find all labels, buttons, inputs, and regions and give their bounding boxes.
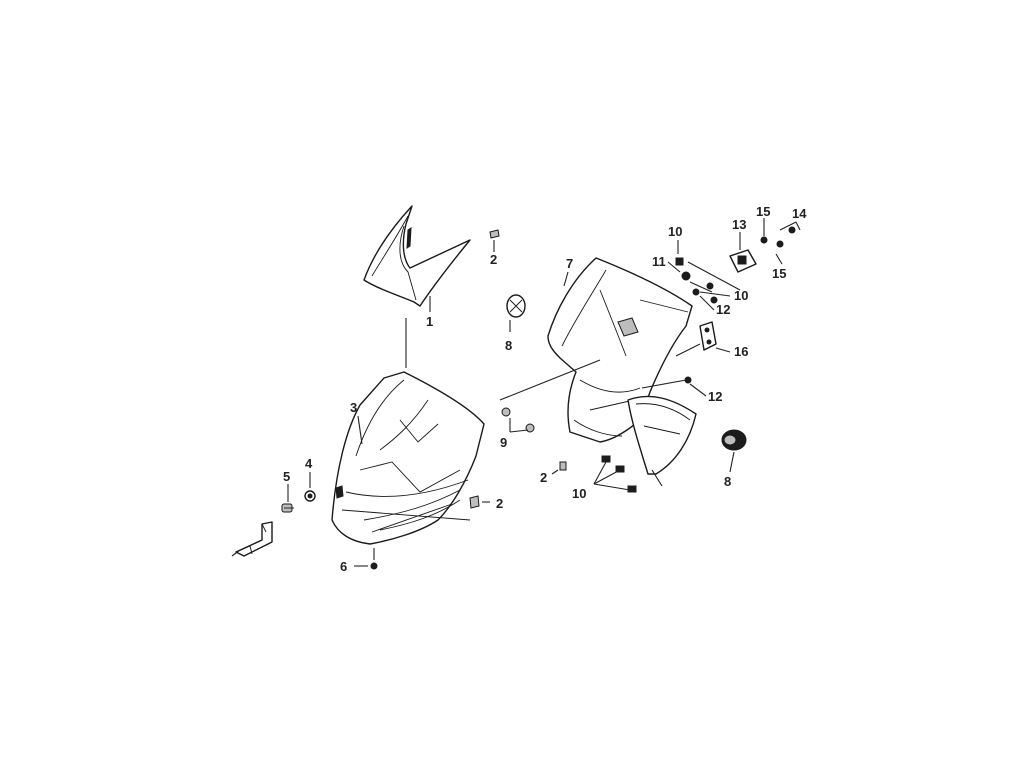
callout-1: 1 (426, 314, 433, 329)
callout-3: 3 (350, 400, 357, 415)
callout-15-top: 15 (756, 204, 770, 219)
callout-8-right: 8 (724, 474, 731, 489)
callout-16: 16 (734, 344, 748, 359)
callout-4: 4 (305, 456, 313, 471)
callout-14: 14 (792, 206, 807, 221)
callout-15-bottom: 15 (772, 266, 786, 281)
small-hardware-parts (675, 226, 796, 384)
small-clip-part (489, 229, 500, 239)
callout-5: 5 (283, 469, 290, 484)
clip-part-lower (469, 495, 480, 509)
callout-2-top: 2 (490, 252, 497, 267)
leader-lines (231, 218, 801, 567)
windscreen-part (363, 205, 471, 307)
callout-12-upper: 12 (716, 302, 730, 317)
nut-parts-9 (501, 407, 535, 433)
callout-9: 9 (500, 435, 507, 450)
screw-part (370, 562, 378, 570)
bolt-part (281, 503, 294, 513)
grommet-part-left (506, 294, 526, 318)
inner-cover-part (547, 257, 693, 443)
callout-7: 7 (566, 256, 573, 271)
callout-10-top: 10 (668, 224, 682, 239)
callout-2-right-cowl: 2 (496, 496, 503, 511)
callout-10-lower: 10 (572, 486, 586, 501)
callout-13: 13 (732, 217, 746, 232)
callout-8-left: 8 (505, 338, 512, 353)
callout-6: 6 (340, 559, 347, 574)
washer-part (304, 490, 316, 502)
lock-bracket-part (729, 249, 757, 273)
clip-parts-10-lower (559, 455, 637, 493)
bracket-part (235, 521, 273, 557)
front-cowl-part (331, 371, 485, 545)
callout-2-inner: 2 (540, 470, 547, 485)
callout-labels: 1 2 2 2 3 4 5 6 7 8 8 9 10 10 10 11 12 1… (283, 204, 807, 574)
callout-12-lower: 12 (708, 389, 722, 404)
callout-11: 11 (652, 254, 666, 269)
callout-10-right: 10 (734, 288, 748, 303)
clamp-plate-part (699, 321, 717, 351)
lower-inner-cover-part (627, 395, 697, 475)
cap-part-right (721, 429, 747, 451)
